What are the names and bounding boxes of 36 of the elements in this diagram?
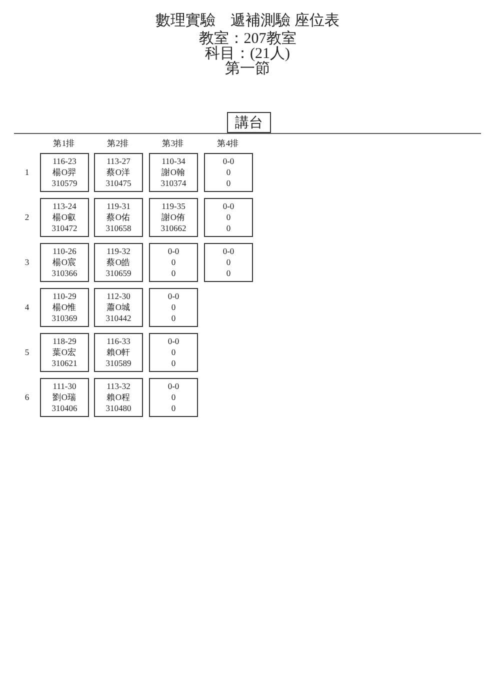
seat-box: 112-30 蕭O城 310442: [94, 288, 143, 327]
row-number: 1: [24, 167, 30, 177]
seat-box: 111-30 劉O瑞 310406: [40, 378, 89, 417]
seat-box: 0-0 0 0: [204, 153, 253, 192]
seat-box: 0-0 0 0: [204, 198, 253, 237]
seat-box: 110-34 謝O翰 310374: [149, 153, 198, 192]
seat-box: 110-29 楊O惟 310369: [40, 288, 89, 327]
seat-box: 113-27 蔡O洋 310475: [94, 153, 143, 192]
column-header: 第1排: [52, 138, 76, 150]
seat-box: 119-31 蔡O佑 310658: [94, 198, 143, 237]
seat-box: 110-26 楊O宸 310366: [40, 243, 89, 282]
seat-box: 116-33 賴O軒 310589: [94, 333, 143, 372]
seat-box: 0-0 0 0: [149, 288, 198, 327]
row-number: 2: [24, 212, 30, 222]
seat-box: 116-23 楊O羿 310579: [40, 153, 89, 192]
column-header: 第2排: [106, 138, 130, 150]
seat-box: 0-0 0 0: [204, 243, 253, 282]
seat-box: 113-24 楊O叡 310472: [40, 198, 89, 237]
seat-box: 113-32 賴O程 310480: [94, 378, 143, 417]
subtitle: 教室：207教室: [198, 31, 298, 47]
seat-box: 119-35 謝O侑 310662: [149, 198, 198, 237]
row-number: 3: [24, 257, 30, 267]
seat-box: 0-0 0 0: [149, 243, 198, 282]
row-number: 5: [24, 347, 30, 357]
row-number: 6: [24, 392, 30, 402]
seat-box: 0-0 0 0: [149, 333, 198, 372]
subtitle: 科目：(21人): [204, 46, 291, 62]
subtitle: 第一節: [224, 61, 270, 77]
seat-box: 118-29 葉O宏 310621: [40, 333, 89, 372]
seat-box: 0-0 0 0: [149, 378, 198, 417]
podium-box: 講台: [227, 112, 271, 133]
column-header: 第3排: [162, 138, 184, 150]
column-header: 第4排: [216, 138, 240, 150]
title: 數理實驗 遞補測驗 座位表: [154, 13, 340, 29]
row-number: 4: [24, 302, 30, 312]
seat-box: 119-32 蔡O皓 310659: [94, 243, 143, 282]
